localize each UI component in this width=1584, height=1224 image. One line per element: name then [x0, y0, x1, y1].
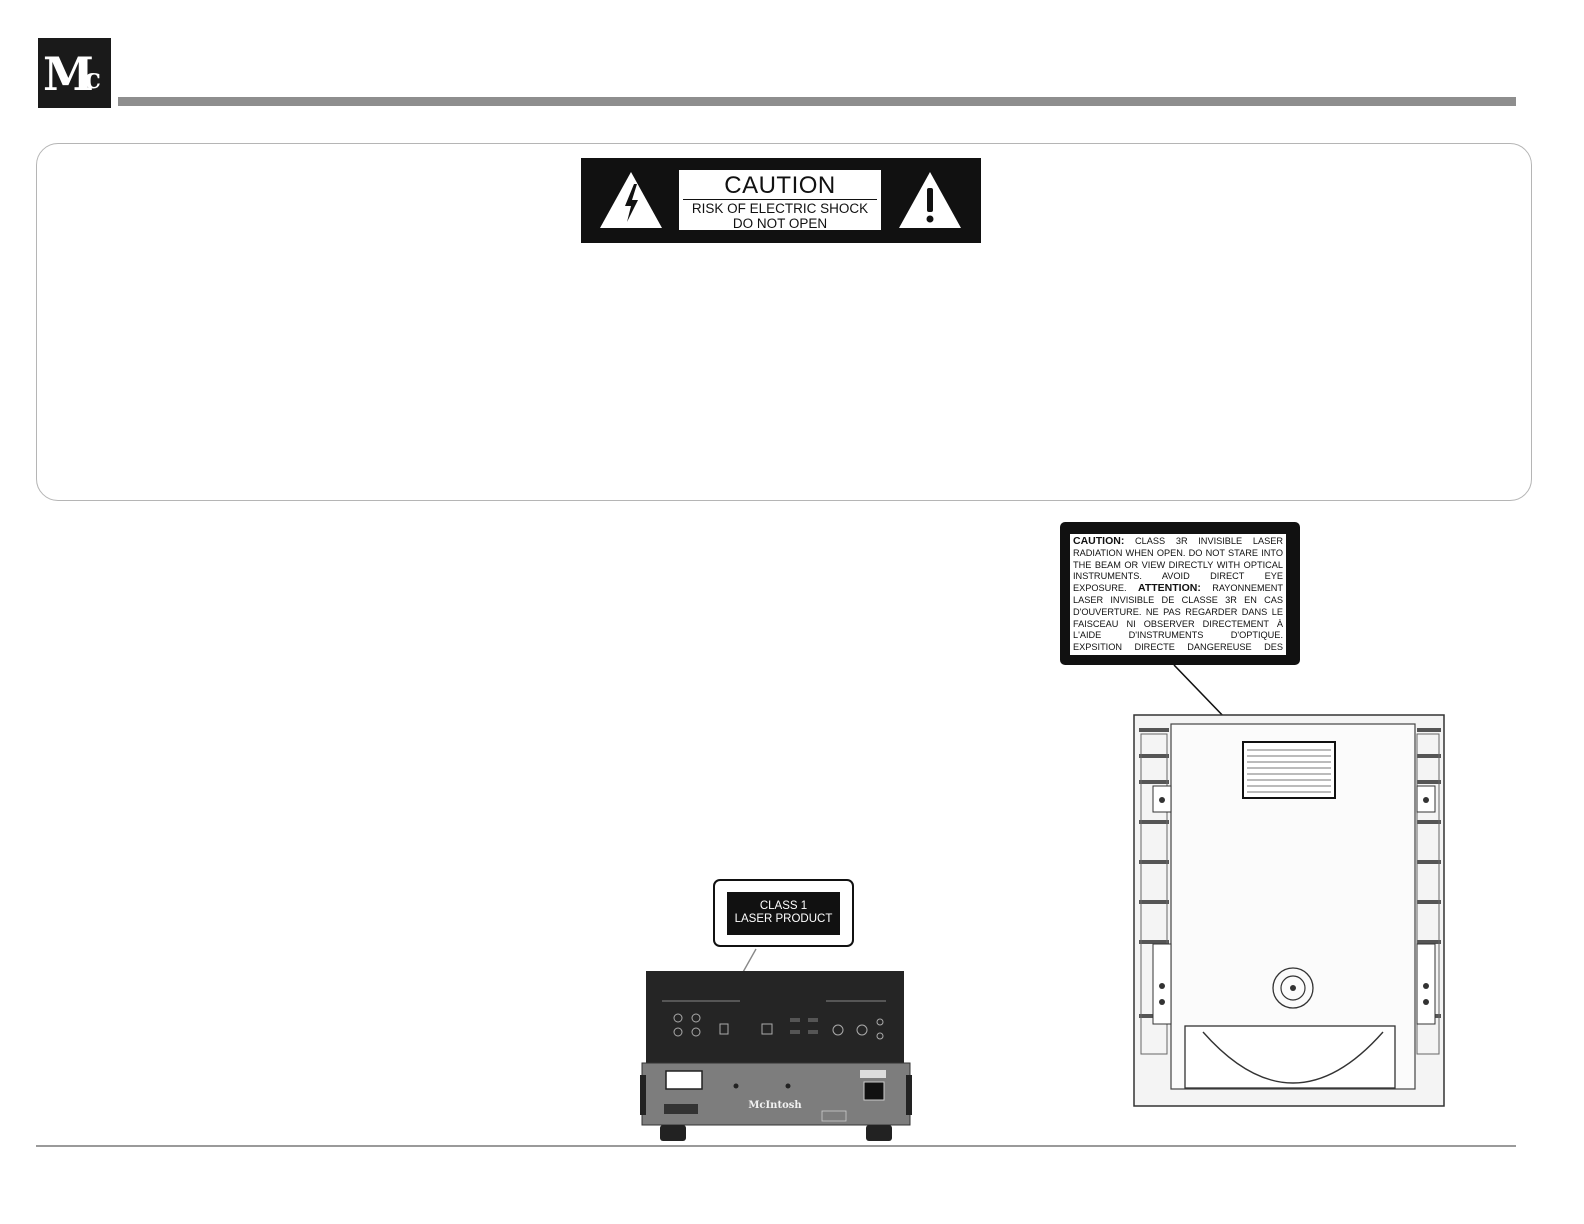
lightning-warning-icon	[600, 172, 662, 228]
svg-text:c: c	[84, 62, 101, 95]
laser-caution-text: CAUTION: CLASS 3R INVISIBLE LASER RADIAT…	[1070, 534, 1286, 664]
class1-line-2: LASER PRODUCT	[734, 913, 833, 925]
svg-text:M: M	[43, 47, 94, 101]
attention-heading: ATTENTION:	[1138, 582, 1201, 595]
attention-body: RAYONNEMENT LASER INVISIBLE DE CLASSE 3R…	[1073, 583, 1283, 664]
class1-label: CLASS 1 LASER PRODUCT	[727, 892, 840, 935]
class1-laser-callout: CLASS 1 LASER PRODUCT	[713, 879, 854, 947]
player-top-view-drawing	[1133, 714, 1445, 1107]
safety-panel	[36, 143, 1532, 501]
caution-heading: CAUTION:	[1073, 535, 1125, 547]
rear-panel-brand: McIntosh	[748, 1100, 802, 1111]
caution-line-1: RISK OF ELECTRIC SHOCK	[691, 201, 869, 216]
class1-line-1: CLASS 1	[759, 900, 808, 912]
caution-banner: CAUTION RISK OF ELECTRIC SHOCK DO NOT OP…	[581, 158, 981, 243]
mcintosh-logo: M c	[38, 38, 111, 108]
caution-body: CLASS 3R INVISIBLE LASER RADIATION WHEN …	[1073, 536, 1283, 594]
header-rule	[118, 97, 1516, 106]
rear-panel-drawing: McIntosh	[640, 971, 912, 1141]
footer-rule	[36, 1145, 1516, 1147]
caution-text-box: CAUTION RISK OF ELECTRIC SHOCK DO NOT OP…	[679, 170, 881, 230]
caution-title: CAUTION	[683, 173, 877, 200]
exclamation-warning-icon	[899, 172, 961, 228]
laser-caution-label: CAUTION: CLASS 3R INVISIBLE LASER RADIAT…	[1060, 522, 1300, 665]
caution-line-2: DO NOT OPEN	[732, 216, 828, 231]
